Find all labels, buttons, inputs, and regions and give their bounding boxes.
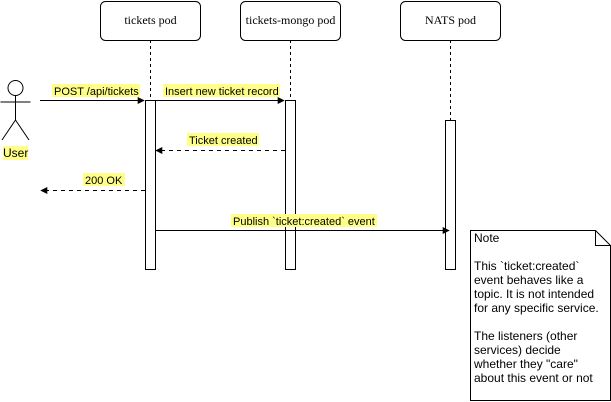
user-actor-icon	[0, 80, 31, 141]
message-insert-label: Insert new ticket record	[165, 86, 279, 98]
user-label: User	[3, 146, 29, 160]
activation-nats-pod	[445, 120, 456, 270]
participant-label: NATS pod	[425, 13, 476, 27]
note: Note This `ticket:created` event behaves…	[471, 230, 609, 400]
message-publish-label: Publish `ticket:created` event	[233, 216, 375, 228]
participant-label: tickets pod	[124, 13, 176, 27]
participant-tickets-pod: tickets pod	[100, 1, 201, 41]
note-paragraph: The listeners (other services) decide wh…	[474, 329, 593, 385]
participant-label: tickets-mongo pod	[246, 13, 336, 27]
note-title: Note	[474, 231, 500, 245]
participant-tickets-mongo-pod: tickets-mongo pod	[240, 1, 341, 41]
message-ticket-created-label: Ticket created	[189, 135, 258, 147]
message-post-label: POST /api/tickets	[54, 86, 139, 98]
note-paragraph: This `ticket:created` event behaves like…	[474, 259, 599, 315]
activation-tickets-mongo-pod	[285, 100, 296, 270]
message-200-ok-label: 200 OK	[85, 175, 123, 187]
participant-nats-pod: NATS pod	[400, 1, 501, 41]
activation-tickets-pod	[145, 100, 156, 270]
